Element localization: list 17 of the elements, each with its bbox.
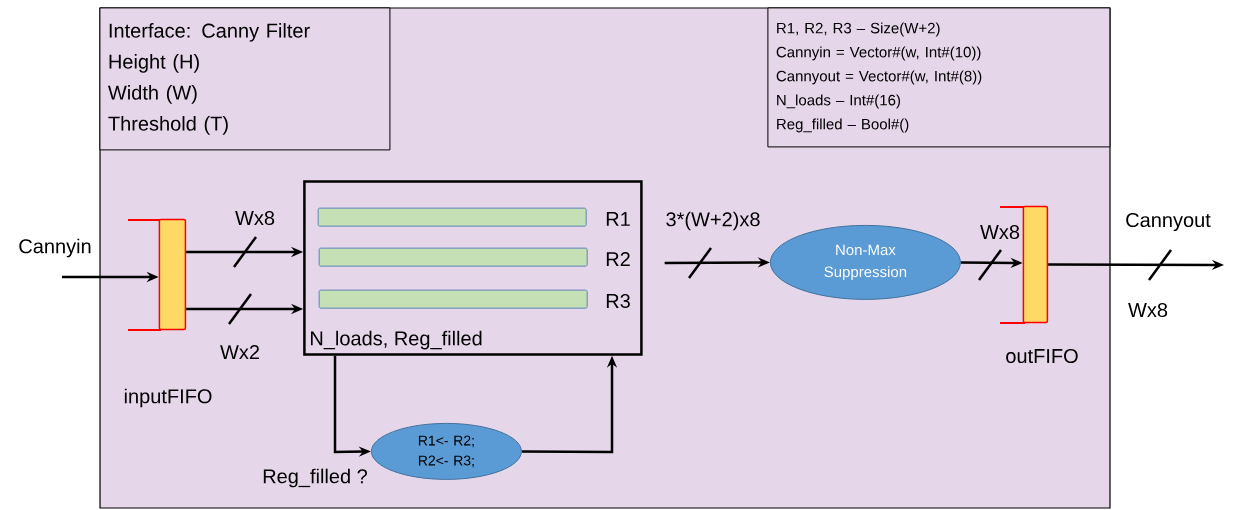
register-label: R1 — [606, 212, 630, 226]
bus-width-label: Wx8 — [1127, 301, 1169, 319]
register-bar — [318, 289, 588, 309]
register-bar — [317, 207, 587, 227]
edge-label: Cannyout — [1124, 211, 1212, 233]
register-bar — [318, 247, 588, 267]
edge-label: Reg_filled ? — [261, 467, 369, 489]
edge-label: 3*(W+2)x8 — [664, 210, 762, 232]
register-label: R3 — [606, 293, 630, 309]
interface-box: Interface: Canny Filter Height (H) Width (W) Threshold (T) — [99, 7, 391, 151]
edge-label: Wx2 — [219, 344, 261, 360]
declaration-box: R1, R2, R3 – Size(W+2) Cannyin = Vector#(w, Int#(10)) Cannyout = Vector#(w, Int#(8)) N_loads – Int#(16) Reg_filled – Bool#() — [767, 7, 1111, 148]
edge-label: Cannyin — [17, 237, 93, 259]
register-label: R2 — [606, 252, 630, 266]
fifo-drawing — [127, 218, 187, 331]
fifo-label: outFIFO — [1006, 348, 1078, 364]
fifo-label: inputFIFO — [124, 388, 212, 408]
